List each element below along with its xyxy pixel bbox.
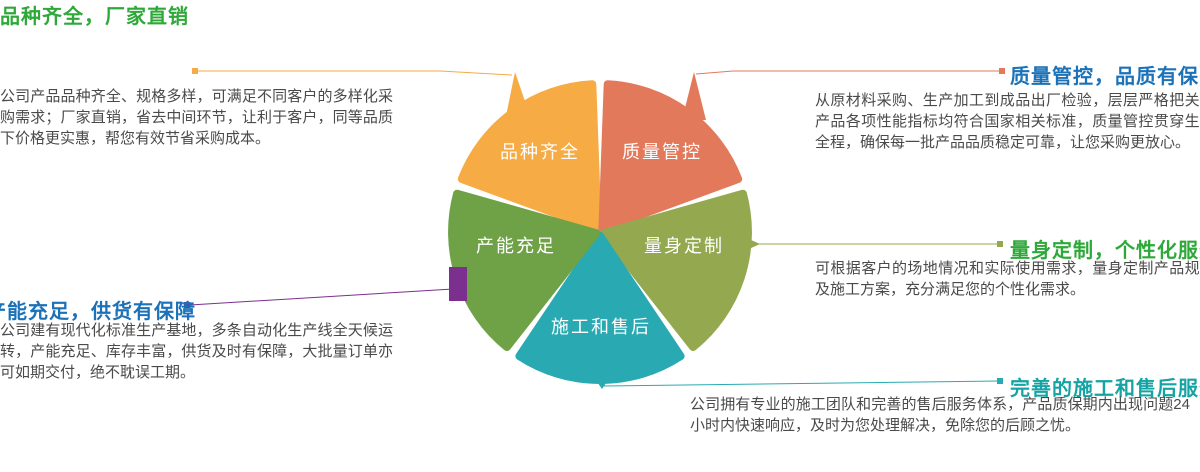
custom-leader-dot <box>997 241 1003 247</box>
callout-aftersale-body: 公司拥有专业的施工团队和完善的售后服务体系，产品质保期内出现问题24小时内快速响… <box>690 396 1190 434</box>
callout-custom-body: 可根据客户的场地情况和实际使用需求，量身定制产品规格及施工方案，充分满足您的个性… <box>815 260 1200 298</box>
petal-label-aftersale: 施工和售后 <box>551 317 651 337</box>
callout-custom-title: 量身定制，个性化服务 <box>1010 240 1200 262</box>
quality-leader-line <box>695 70 1001 75</box>
variety-pointer-tab <box>506 72 530 116</box>
petal-label-quality: 质量管控 <box>622 142 702 162</box>
petal-label-custom: 量身定制 <box>644 236 724 256</box>
custom-pointer-tab <box>740 235 760 253</box>
aftersale-pointer-tab <box>589 370 615 389</box>
petal-custom <box>599 189 752 351</box>
callout-variety-title: 品种齐全，厂家直销 <box>0 6 189 28</box>
aftersale-leader-line <box>603 380 1001 387</box>
quality-leader-dot <box>999 68 1005 74</box>
callout-variety-body: 公司产品品种齐全、规格多样，可满足不同客户的多样化采购需求；厂家直销，省去中间环… <box>0 88 393 147</box>
capacity-leader-line <box>189 288 454 306</box>
aftersale-leader-dot <box>997 378 1003 384</box>
quality-pointer-tab <box>682 72 706 120</box>
capacity-pointer-tab <box>449 267 467 301</box>
callout-aftersale-title: 完善的施工和售后服务 <box>1010 378 1200 400</box>
callout-capacity-title: 产能充足，供货有保障 <box>0 301 196 323</box>
callout-quality-body: 从原材料采购、生产加工到成品出厂检验，层层严格把关，产品各项性能指标均符合国家相… <box>815 92 1200 151</box>
variety-leader-dot <box>192 68 198 74</box>
variety-leader-line <box>198 70 513 76</box>
petal-label-variety: 品种齐全 <box>500 142 580 162</box>
callout-capacity-body: 公司建有现代化标准生产基地，多条自动化生产线全天候运转，产能充足、库存丰富，供货… <box>0 322 393 381</box>
callout-quality-title: 质量管控，品质有保障 <box>1010 66 1200 88</box>
petal-label-capacity: 产能充足 <box>476 236 556 256</box>
capacity-leader-dot <box>184 302 190 308</box>
